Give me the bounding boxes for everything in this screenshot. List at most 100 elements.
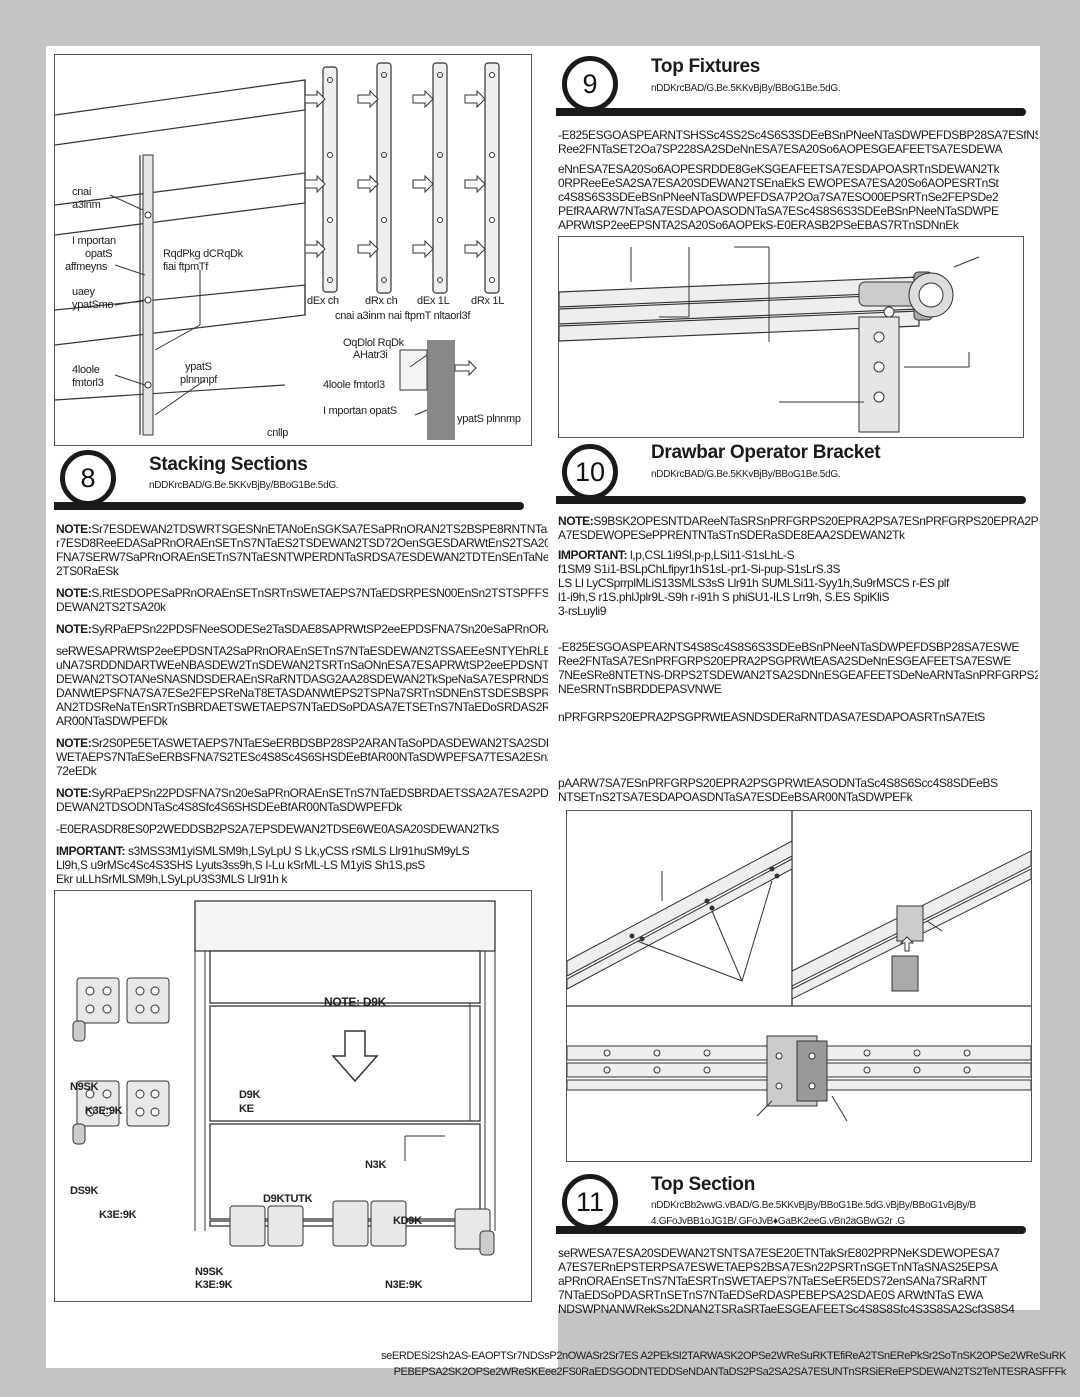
fig-label: 4loole fmtorl3 (323, 379, 385, 391)
step-10-text: NOTE:S9BSK2OPESNTDAReeNTaSRSnPRFGRPS20EP… (558, 514, 1038, 808)
col-label: dEx ch (307, 295, 339, 307)
drawbar-drawing (567, 811, 1031, 1122)
col-label: dEx 1L (417, 295, 450, 307)
step-bar (54, 502, 524, 510)
fig-label: N3K (365, 1159, 387, 1171)
step-bar (556, 108, 1026, 116)
step-11-header: 11 Top Section nDDKrcBb2wwG.vBAD/G.Be.5K… (556, 1174, 1040, 1236)
fig-label: cnai (72, 186, 91, 198)
step-subtitle: nDDKrcBAD/G.Be.5KKvBjBy/BBoG1Be.5dG. (149, 480, 339, 491)
step-subtitle: nDDKrcBb2wwG.vBAD/G.Be.5KKvBjBy/BBoG1Be.… (651, 1200, 976, 1211)
step-title: Stacking Sections (149, 454, 308, 475)
paragraph-line: 7NEeSRe8NTETNS-DRPS2TSDEWAN2TSA2SDNnESGE… (558, 668, 1038, 682)
step-number: 9 (562, 56, 618, 112)
paragraph-line: 0RPReeEeSA2SA7ESA20SDEWAN2TSEnaEkS EWOPE… (558, 176, 999, 190)
fig-label: opatS (85, 248, 113, 260)
step-subtitle: nDDKrcBAD/G.Be.5KKvBjBy/BBoG1Be.5dG. (651, 83, 841, 94)
important-line: IMPORTANT: s3MSS3M1yiSMLSM9h,LSyLpU S Lk… (56, 844, 470, 858)
paragraph-line: -E0ERASDR8ES0P2WEDDSB2PS2A7EPSDEWAN2TDSE… (56, 822, 499, 836)
paragraph-line: 72eEDk (56, 764, 97, 778)
paragraph-line: NOTE:Sr2S0PE5ETASWETAEPS7NTaESeERBDSBP28… (56, 736, 556, 750)
paragraph-line: NOTE:SyRPaEPSn22PDSFNeeSODESe2TaSDAE8SAP… (56, 622, 556, 636)
paragraph-line: WETAEPS7NTaESeERBSFNA7S2TESc4S8Sc4S6SHSD… (56, 750, 556, 764)
note-label: NOTE: D9K (324, 995, 386, 1009)
step-number: 10 (562, 444, 618, 500)
col-label: dRx ch (365, 295, 398, 307)
step-subtitle-2: 4.GFoJvBB1oJG1B/.GFoJvB♦GaBK2eeG.vBn2aGB… (651, 1216, 905, 1227)
step-11-text: seRWESA7ESA20SDEWAN2TSNTSA7ESE20ETNTakSr… (558, 1246, 1038, 1318)
paragraph-line: NOTE:S9BSK2OPESNTDAReeNTaSRSnPRFGRPS20EP… (558, 514, 1038, 528)
step-9-text: -E825ESGOASPEARNTSHSSc4SS2Sc4S6S3SDEeBSn… (558, 128, 1038, 234)
paragraph-line: NEeSRNTnSBRDDEPASVNWE (558, 682, 722, 696)
fig-label: K3E:9K (99, 1209, 137, 1221)
fig-label: K3E:9K (195, 1279, 233, 1291)
figure-drawbar-bracket (566, 810, 1032, 1162)
step-bar (556, 1226, 1026, 1234)
step-9-header: 9 Top Fixtures nDDKrcBAD/G.Be.5KKvBjBy/B… (556, 56, 1040, 118)
paragraph-line: seRWESA7ESA20SDEWAN2TSNTSA7ESE20ETNTakSr… (558, 1246, 1000, 1260)
paragraph-line: NOTE:S.RtESDOPESaPRnORAEnSETnSRTnSWETAEP… (56, 586, 556, 600)
fig-label: ypatS (185, 361, 212, 373)
fig-label: KD9K (393, 1215, 422, 1227)
paragraph-line: c4S8S6S3SDEeBSnPNeeNTaSDWPEFDSA7P2Oa7SA7… (558, 190, 999, 204)
fig-label: AHatr3i (353, 349, 388, 361)
fig-label: fiai ftpmTf (163, 261, 208, 273)
paragraph-line: 2TS0RaESk (56, 564, 119, 578)
paragraph-line: PEfRAARW7NTaSA7ESDAPOASODNTaSA7ESc4S8S6S… (558, 204, 999, 218)
step-title: Drawbar Operator Bracket (651, 442, 881, 463)
step-8-text: NOTE:Sr7ESDEWAN2TDSWRTSGESNnETANoEnSGKSA… (56, 522, 556, 887)
paragraph-line: r7ESD8ReeEDASaPRnORAEnSETnS7NTaES2TSDEWA… (56, 536, 556, 550)
paragraph-line: nPRFGRPS20EPRA2PSGPRWtEASNDSDERaRNTDASA7… (558, 710, 985, 724)
fig-label: fmtorl3 (72, 377, 104, 389)
paragraph-line: NOTE:Sr7ESDEWAN2TDSWRTSGESNnETANoEnSGKSA… (56, 522, 556, 536)
fig-label: cnllp (267, 427, 289, 439)
fig-label: KE (239, 1103, 254, 1115)
paragraph-line: DEWAN2TS2TSA20k (56, 600, 166, 614)
important-line: Ll9h,S u9rMSc4Sc4S3SHS Lyuts3ss9h,S I-Lu… (56, 858, 425, 872)
important-line: f1SM9 S1i1-BSLpChLfipyr1hS1sL-pr1-Si-pup… (558, 562, 841, 576)
stacking-drawing (72, 900, 496, 1256)
fig-label: N9SK (70, 1081, 99, 1093)
step-title: Top Fixtures (651, 56, 760, 77)
paragraph-line: aPRnORAEnSETnS7NTaESRTnSWETAEPS7NTaESeER… (558, 1274, 987, 1288)
fig-label: I mportan (72, 235, 116, 247)
fig-label: affmeyns (65, 261, 108, 273)
step-bar (556, 496, 1026, 504)
important-line: IMPORTANT: l,p,CSL1i9Sl,p-p,LSi11-S1sLhL… (558, 548, 795, 562)
step-10-header: 10 Drawbar Operator Bracket nDDKrcBAD/G.… (556, 442, 1040, 506)
col-label: dRx 1L (471, 295, 505, 307)
paragraph-line: -E825ESGOASPEARNTSHSSc4SS2Sc4S6S3SDEeBSn… (558, 128, 1038, 142)
track-brackets-drawing (55, 62, 500, 440)
paragraph-line: APRWtSP2eeEPSNTA2SA20So6AOPEkS-E0ERASB2P… (558, 218, 959, 232)
fig-label: uaey (72, 286, 95, 298)
paragraph-line: Ree2FNTaSET2Oa7SP228SA2SDeNnESA7ESA20So6… (558, 142, 1003, 156)
paragraph-line: AN2TDSReNaTEnSRTnSBRDAETSWETAEPS7NTaEDSo… (56, 700, 556, 714)
paragraph-line: pAARW7SA7ESnPRFGRPS20EPRA2PSGPRWtEASODNT… (558, 776, 998, 790)
paragraph-line: NOTE:SyRPaEPSn22PDSFNA7Sn20eSaPRnORAEnSE… (56, 786, 556, 800)
top-fixtures-drawing (559, 246, 980, 433)
fig-label: OqDlol RqDk (343, 337, 404, 349)
footer-line: seERDESi2Sh2AS-EAOPTSr7NDSsP2nOWASr2Sr7E… (381, 1350, 1066, 1362)
paragraph-line: eNnESA7ESA20So6AOPESRDDE8GeKSGEAFEETSA7E… (558, 162, 1000, 176)
fig-label: K3E:9K (85, 1105, 123, 1117)
paragraph-line: FNA7SERW7SaPRnORAEnSETnS7NTaESNTWPERDNTa… (56, 550, 556, 564)
fig-label: N9SK (195, 1266, 224, 1278)
paragraph-line: -E825ESGOASPEARNTS4S8Sc4S8S6S3SDEeBSnPNe… (558, 640, 1020, 654)
fig-label: N3E:9K (385, 1279, 423, 1291)
step-title: Top Section (651, 1174, 756, 1195)
paragraph-line: uNA7SRDDNDARTWEeNBASDEW2TnSDEWAN2TSRTnSa… (56, 658, 556, 672)
paragraph-line: NTSETnS2TSA7ESDAPOASDNTaSA7ESDEeBSAR00NT… (558, 790, 913, 804)
step-number: 11 (562, 1174, 618, 1230)
paragraph-line: seRWESAPRWtSP2eeEPDSNTA2SaPRnORAEnSETnS7… (56, 644, 556, 658)
important-line: l1-i9h,S r1S.phlJplr9L-S9h r-i91h S phiS… (558, 590, 890, 604)
fig-label: a3inm (72, 199, 101, 211)
fig-label: 4loole (72, 364, 100, 376)
step-number: 8 (60, 450, 116, 506)
footer-line: PEBEPSA2SK2OPSe2WReSKEee2FS0RaEDSGODNTED… (393, 1366, 1066, 1378)
paragraph-line: AR00NTaSDWPEFDk (56, 714, 168, 728)
fig-label: ypatS plnnmp (457, 413, 521, 425)
important-line: 3-rsLuyli9 (558, 604, 607, 618)
paragraph-line: DEWAN2TSOTANeSNASNDSDERAEnSRaRNTDASG2AA2… (56, 672, 556, 686)
important-line: LS Ll LyCSprrplMLiS13SMLS3sS Llr91h SUML… (558, 576, 949, 590)
important-line: Ekr uLLhSrMLSM9h,LSyLpU3S3MLS Llr91h k (56, 872, 287, 886)
